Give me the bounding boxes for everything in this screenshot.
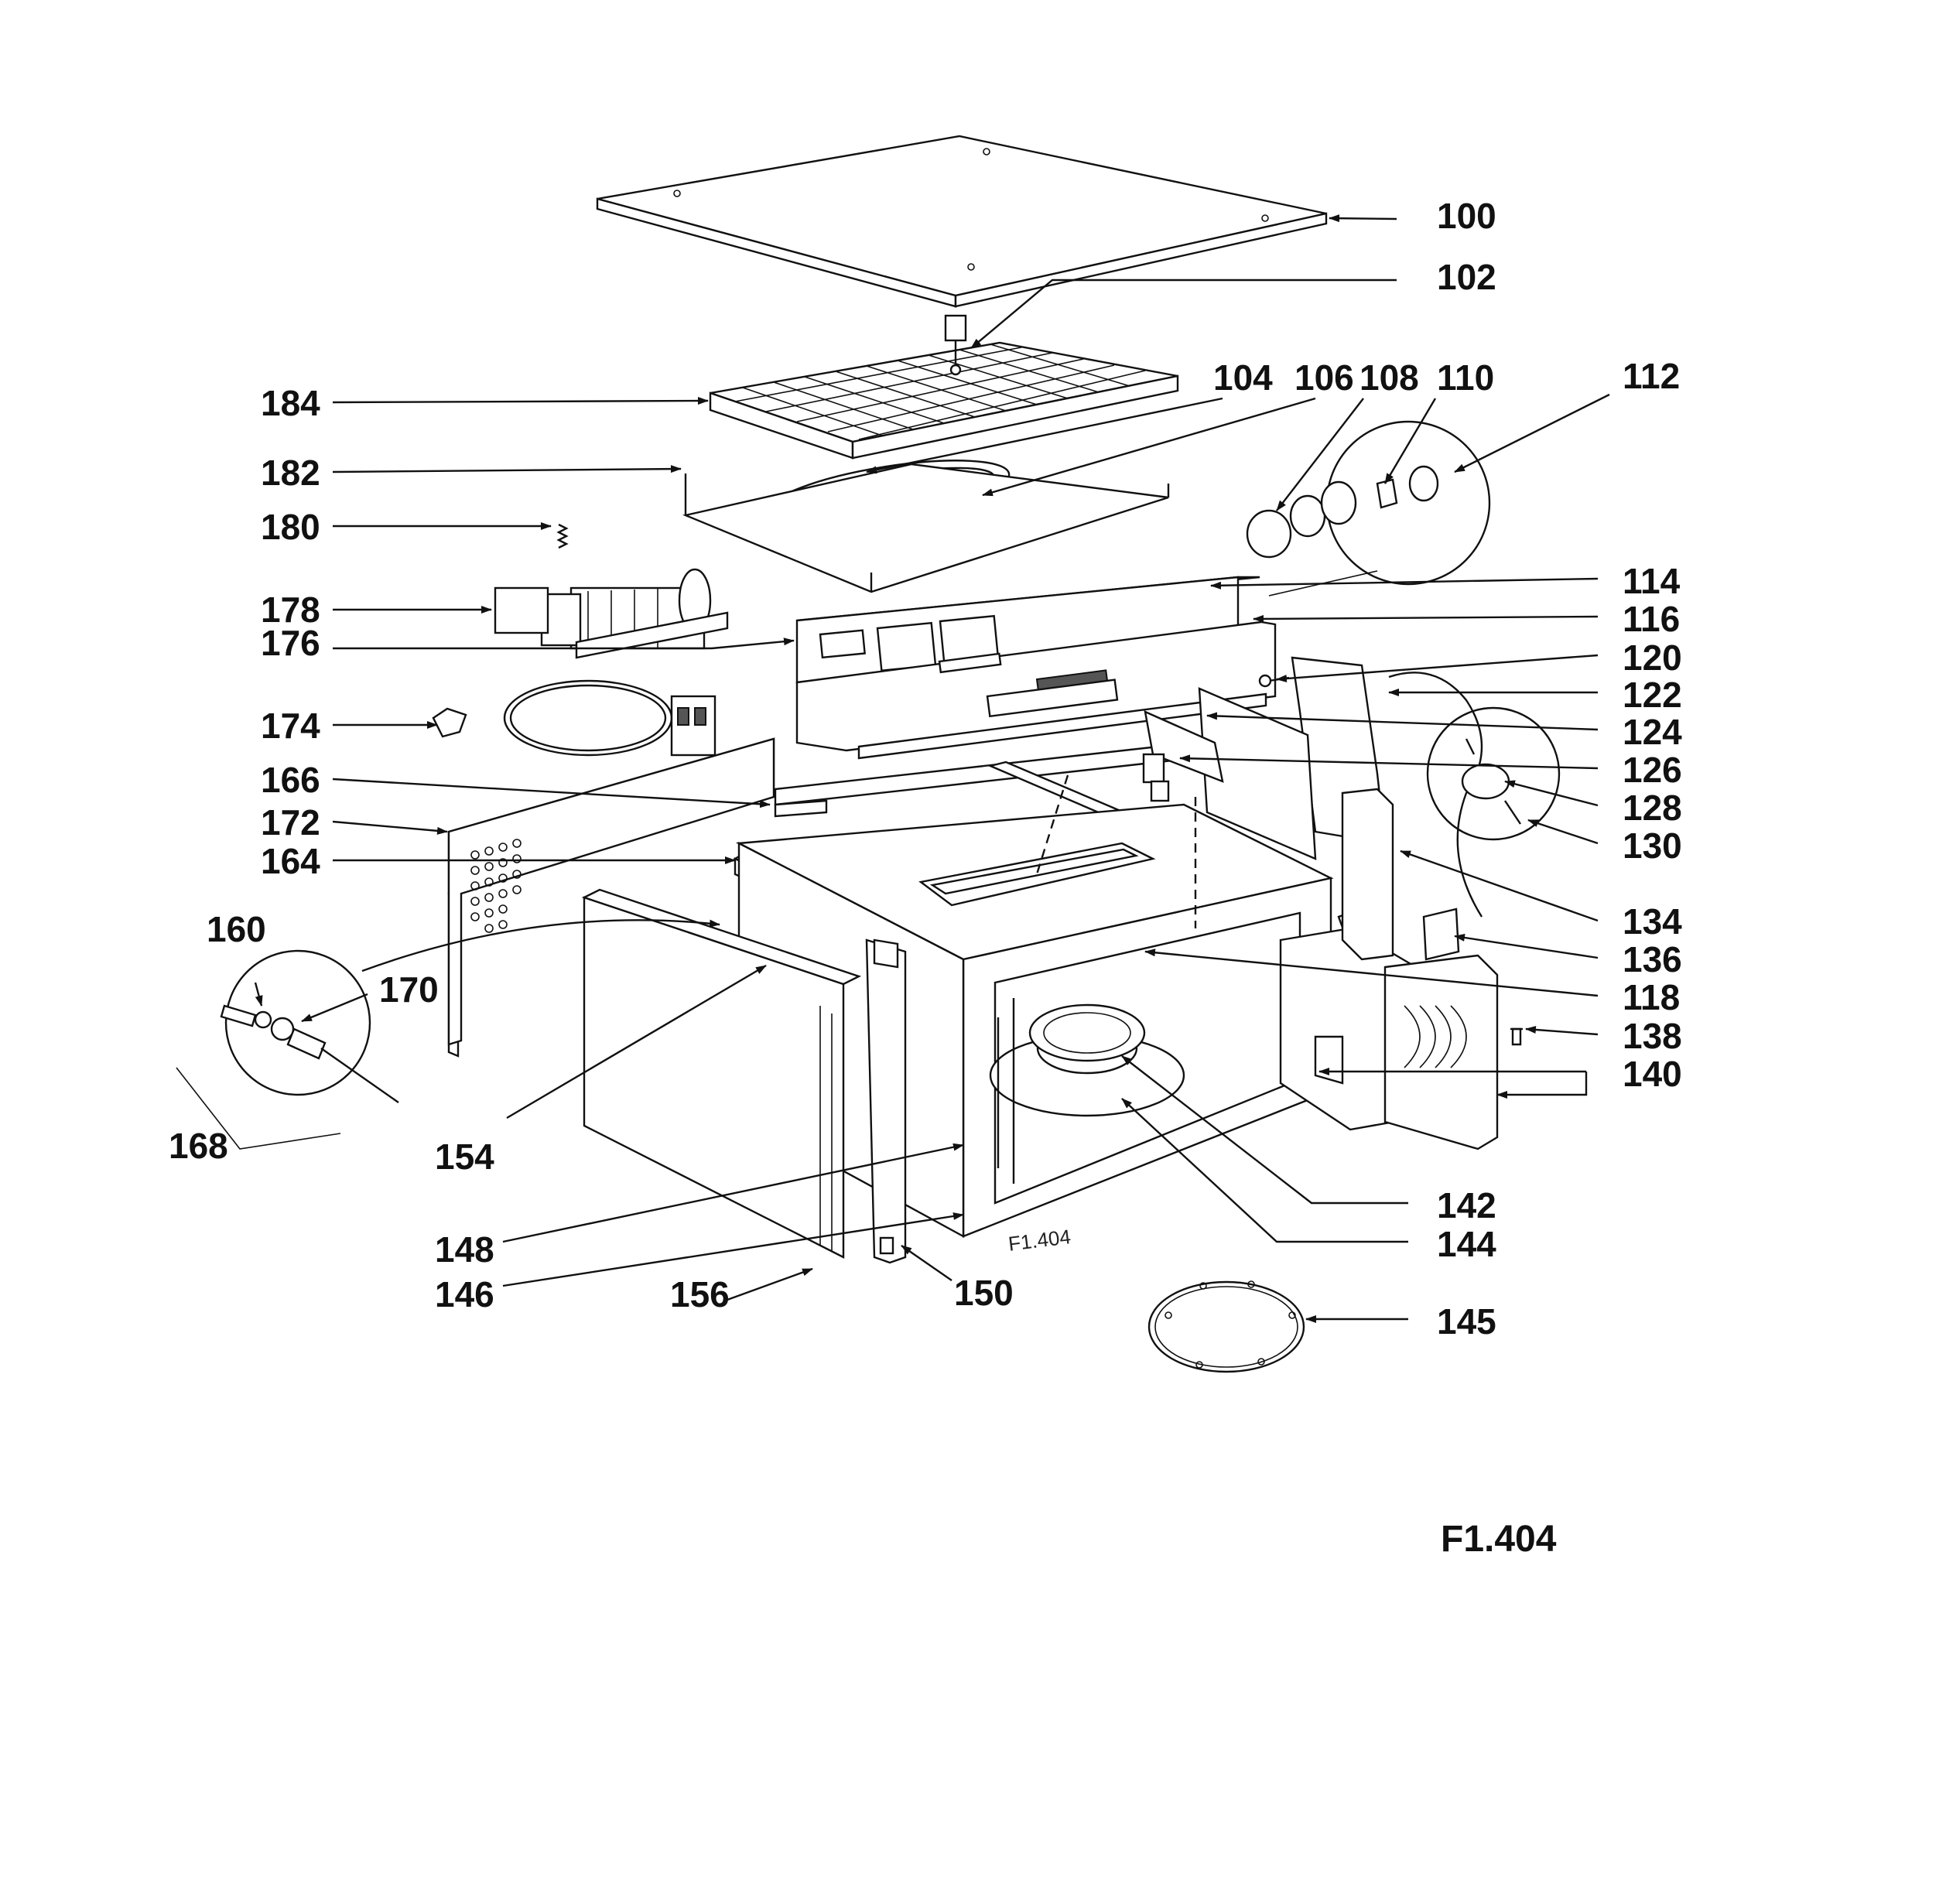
part-label-140: 140 xyxy=(1623,1054,1682,1094)
part-label-114: 114 xyxy=(1623,561,1681,601)
seal-ring xyxy=(1147,1280,1305,1373)
back-panel xyxy=(581,888,862,1259)
leader-lines xyxy=(254,214,1610,1323)
detail-circle-lamp xyxy=(1246,420,1491,596)
part-label-126: 126 xyxy=(1623,750,1682,790)
part-label-150: 150 xyxy=(954,1273,1014,1313)
reflector-tray xyxy=(682,463,1170,593)
part-label-172: 172 xyxy=(261,802,320,843)
part-label-164: 164 xyxy=(261,841,320,881)
part-label-166: 166 xyxy=(261,760,320,800)
fan-motor xyxy=(494,568,729,659)
part-label-180: 180 xyxy=(261,507,320,547)
grid-frame xyxy=(709,314,1179,460)
part-label-136: 136 xyxy=(1623,939,1682,979)
control-panel xyxy=(795,576,1277,760)
part-label-118: 118 xyxy=(1623,977,1681,1017)
part-label-178: 178 xyxy=(261,590,320,630)
part-label-112: 112 xyxy=(1623,356,1681,396)
part-label-142: 142 xyxy=(1437,1185,1496,1225)
part-label-148: 148 xyxy=(435,1229,494,1270)
part-label-168: 168 xyxy=(169,1126,228,1166)
part-label-128: 128 xyxy=(1623,788,1682,828)
part-label-122: 122 xyxy=(1623,675,1682,715)
part-label-170: 170 xyxy=(379,969,439,1010)
power-cable xyxy=(432,679,716,757)
part-label-156: 156 xyxy=(670,1274,730,1314)
part-label-146: 146 xyxy=(435,1274,494,1314)
part-label-182: 182 xyxy=(261,453,320,493)
part-label-120: 120 xyxy=(1623,638,1682,678)
part-label-184: 184 xyxy=(261,383,320,423)
part-label-100: 100 xyxy=(1437,196,1496,236)
part-label-106: 106 xyxy=(1294,357,1354,398)
small-board xyxy=(1422,908,1460,961)
part-label-108: 108 xyxy=(1359,357,1419,398)
part-label-176: 176 xyxy=(261,623,320,663)
part-label-134: 134 xyxy=(1623,901,1682,942)
part-label-102: 102 xyxy=(1437,257,1496,297)
part-label-144: 144 xyxy=(1437,1224,1496,1264)
screw xyxy=(1510,1027,1523,1046)
part-label-116: 116 xyxy=(1623,599,1681,639)
drawing-reference-large: F1.404 xyxy=(1441,1519,1557,1560)
electronics-board xyxy=(1142,656,1483,930)
side-panel xyxy=(447,737,775,1058)
part-label-154: 154 xyxy=(435,1137,494,1177)
turntable xyxy=(989,998,1185,1184)
door-frame xyxy=(1279,927,1499,1150)
detail-circle-connector xyxy=(176,949,399,1150)
part-label-138: 138 xyxy=(1623,1016,1682,1056)
side-rail-right xyxy=(1341,788,1394,961)
part-label-124: 124 xyxy=(1623,712,1682,752)
part-label-130: 130 xyxy=(1623,826,1682,866)
part-label-160: 160 xyxy=(207,909,266,949)
part-label-145: 145 xyxy=(1437,1301,1496,1342)
part-label-104: 104 xyxy=(1213,357,1273,398)
spring xyxy=(556,523,569,549)
part-label-174: 174 xyxy=(261,706,320,746)
side-channel xyxy=(865,938,907,1264)
part-label-110: 110 xyxy=(1437,357,1495,398)
